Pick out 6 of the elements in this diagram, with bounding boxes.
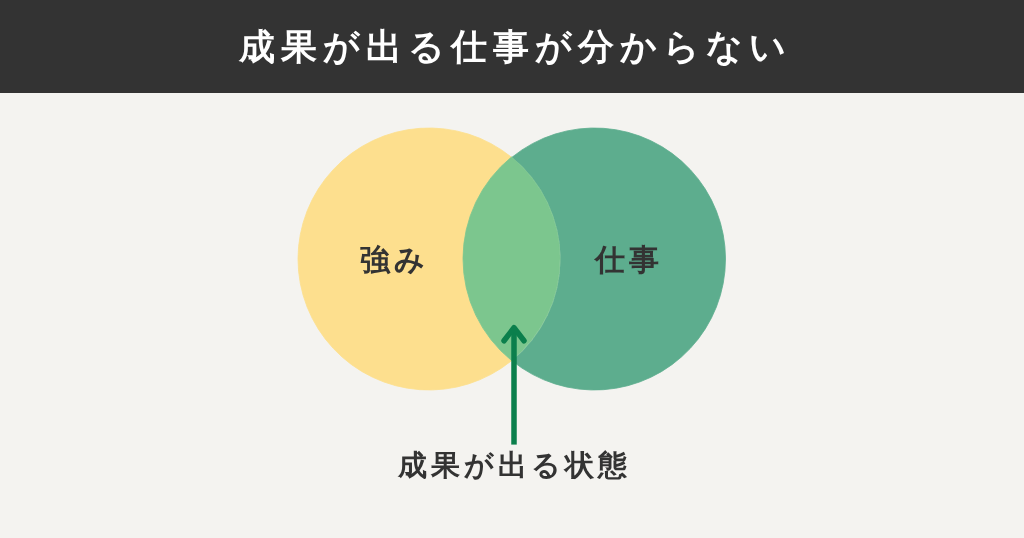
arrow	[501, 325, 527, 445]
overlap-region	[463, 157, 560, 361]
title-text: 成果が出る仕事が分からない	[238, 25, 792, 69]
circle-label: 仕事	[595, 242, 663, 278]
circle-label: 強み	[359, 242, 429, 278]
pointer-label: 成果が出る状態	[393, 447, 631, 483]
